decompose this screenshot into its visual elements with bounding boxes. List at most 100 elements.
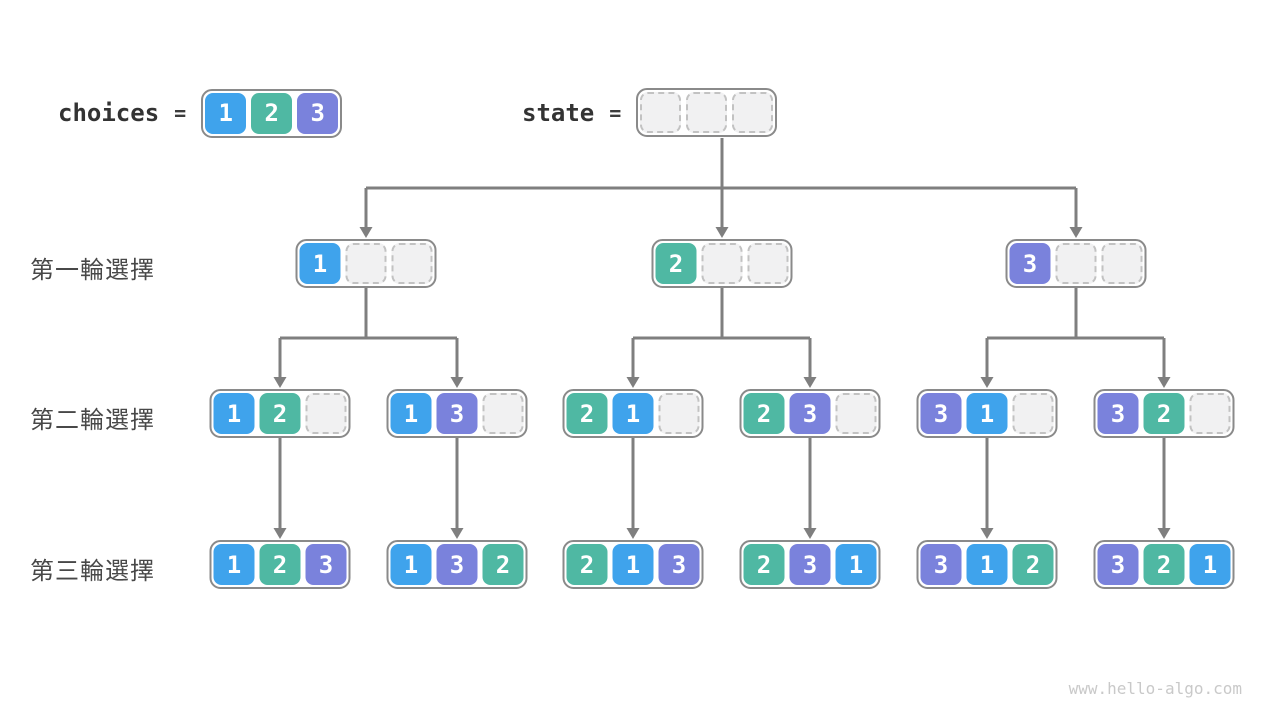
array-cell-1: 1	[205, 92, 247, 134]
state-node: 3	[1005, 239, 1147, 288]
array-cell-3: 3	[789, 544, 831, 585]
empty-cell	[1012, 393, 1054, 434]
state-label: state	[522, 99, 595, 127]
row-label-round-3: 第三輪選擇	[30, 558, 155, 585]
empty-cell	[1055, 243, 1097, 284]
array-cell-3: 3	[658, 544, 700, 585]
array-cell-1: 1	[390, 393, 432, 434]
empty-cell	[640, 92, 682, 133]
array-cell-1: 1	[390, 544, 432, 585]
empty-cell	[305, 393, 347, 434]
array-cell-1: 1	[1189, 544, 1231, 585]
arrowhead-icon	[980, 377, 994, 388]
arrowhead-icon	[359, 227, 373, 238]
empty-cell	[1189, 393, 1231, 434]
arrowhead-icon	[1157, 377, 1171, 388]
array-cell-2: 2	[259, 393, 301, 434]
state-node-box: 1	[295, 239, 437, 288]
watermark: www.hello-algo.com	[1068, 679, 1242, 698]
array-cell-2: 2	[1012, 544, 1054, 585]
array-cell-3: 3	[305, 544, 347, 585]
arrowhead-icon	[803, 528, 817, 539]
empty-cell	[747, 243, 789, 284]
state-legend: state =	[522, 88, 778, 138]
array-cell-3: 3	[436, 393, 478, 434]
array-cell-2: 2	[743, 544, 785, 585]
empty-cell	[1101, 243, 1143, 284]
arrowhead-icon	[803, 377, 817, 388]
arrowhead-icon	[273, 528, 287, 539]
array-cell-1: 1	[966, 544, 1008, 585]
state-node-box: 3	[1005, 239, 1147, 288]
equals-sign: =	[609, 101, 622, 125]
state-node-box: 2	[651, 239, 793, 288]
empty-cell	[391, 243, 433, 284]
empty-cell	[482, 393, 524, 434]
empty-cell	[732, 92, 774, 133]
arrowhead-icon	[1157, 528, 1171, 539]
array-cell-2: 2	[566, 393, 608, 434]
array-cell-3: 3	[1097, 544, 1139, 585]
array-cell-2: 2	[482, 544, 524, 585]
arrowhead-icon	[980, 528, 994, 539]
arrowhead-icon	[273, 377, 287, 388]
equals-sign: =	[174, 101, 187, 125]
array-cell-2: 2	[743, 393, 785, 434]
array-cell-2: 2	[259, 544, 301, 585]
empty-cell	[835, 393, 877, 434]
array-cell-3: 3	[436, 544, 478, 585]
state-array	[636, 88, 778, 138]
array-cell-2: 2	[655, 243, 697, 284]
array-cell-3: 3	[920, 544, 962, 585]
array-cell-1: 1	[612, 393, 654, 434]
array-cell-1: 1	[612, 544, 654, 585]
empty-cell	[701, 243, 743, 284]
arrowhead-icon	[626, 377, 640, 388]
array-cell-3: 3	[920, 393, 962, 434]
arrowhead-icon	[1069, 227, 1083, 238]
array-cell-1: 1	[213, 393, 255, 434]
empty-cell	[658, 393, 700, 434]
array-cell-1: 1	[213, 544, 255, 585]
array-cell-1: 1	[299, 243, 341, 284]
array-cell-3: 3	[297, 92, 339, 134]
array-cell-2: 2	[566, 544, 608, 585]
empty-cell	[686, 92, 728, 133]
empty-cell	[345, 243, 387, 284]
arrowhead-icon	[626, 528, 640, 539]
array-cell-2: 2	[1143, 393, 1185, 434]
state-array-box	[636, 88, 778, 137]
array-cell-3: 3	[1097, 393, 1139, 434]
arrowhead-icon	[715, 227, 729, 238]
state-node: 2	[651, 239, 793, 288]
arrowhead-icon	[450, 377, 464, 388]
state-node: 1	[295, 239, 437, 288]
